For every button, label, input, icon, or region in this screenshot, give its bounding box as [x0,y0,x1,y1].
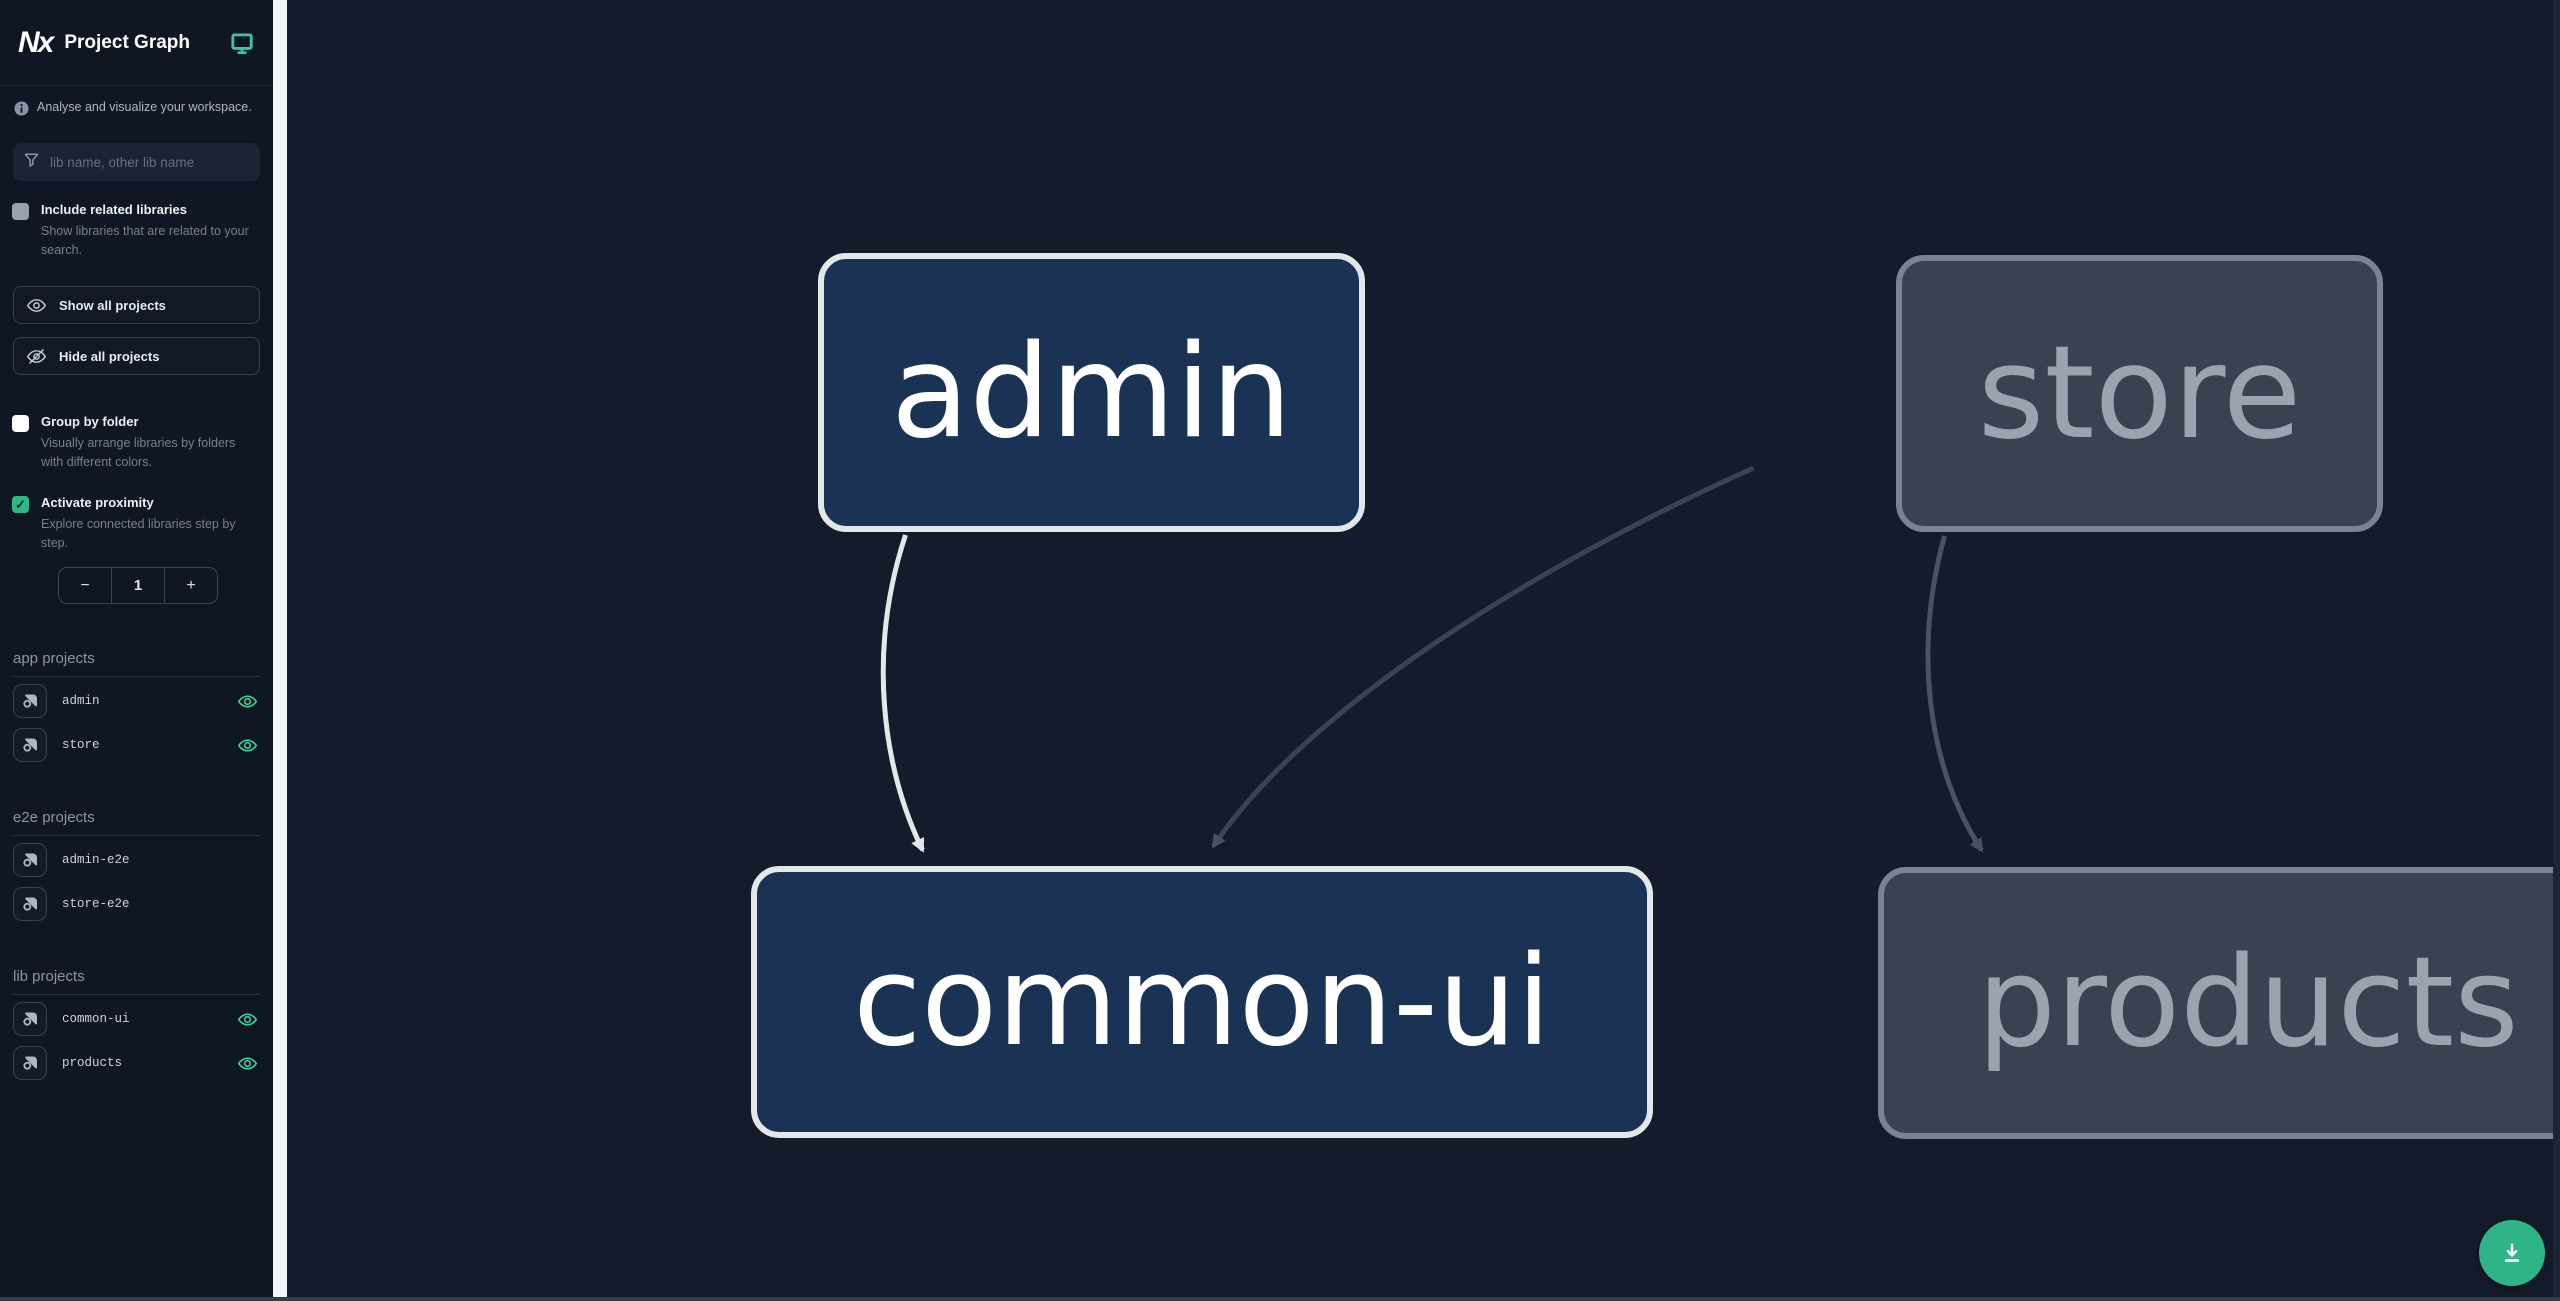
graph-node-common-ui[interactable]: common-ui [751,866,1653,1138]
search-box [13,143,260,181]
edge-admin-common-ui [880,534,925,853]
focus-project-button[interactable] [13,1046,47,1080]
include-related-option: Include related libraries Show libraries… [0,181,273,260]
project-name: products [62,1056,123,1070]
edge-store-products [1925,535,1984,853]
focus-icon [23,1012,37,1026]
graph-node-admin[interactable]: admin [818,253,1365,532]
toggle-visibility-eye-icon[interactable] [236,1052,258,1074]
focus-icon [23,738,37,752]
project-row-admin: admin [13,681,260,721]
activate-proximity-checkbox[interactable]: ✓ [12,496,29,513]
show-all-projects-button[interactable]: Show all projects [13,286,260,324]
project-row-store: store [13,725,260,765]
node-label: admin [890,318,1293,467]
node-label: products [1977,931,2519,1075]
page-title: Project Graph [64,31,191,53]
project-row-admin-e2e: admin-e2e [13,840,260,880]
section-app-projects: app projects admin [13,650,260,765]
activate-proximity-label: Activate proximity [41,495,154,510]
eye-icon [26,298,47,312]
include-related-label: Include related libraries [41,202,187,217]
focus-project-button[interactable] [13,887,47,921]
focus-icon [23,1056,37,1070]
info-icon [14,101,29,119]
focus-project-button[interactable] [13,728,47,762]
eye-off-icon [26,348,47,364]
focus-icon [23,694,37,708]
project-name: store [62,738,100,752]
monitor-icon[interactable] [229,30,255,56]
show-all-projects-label: Show all projects [59,297,166,313]
proximity-stepper: − 1 + [58,567,218,604]
project-row-store-e2e: store-e2e [13,884,260,924]
section-title: lib projects [13,968,260,995]
filter-icon [23,151,40,173]
search-input[interactable] [50,154,250,170]
toggle-visibility-eye-icon[interactable] [236,1008,258,1030]
group-by-folder-label: Group by folder [41,414,139,429]
project-name: admin [62,694,100,708]
group-by-folder-desc: Visually arrange libraries by folders wi… [41,436,236,469]
sidebar-header: Nx Project Graph [0,0,273,86]
activate-proximity-desc: Explore connected libraries step by step… [41,517,236,550]
graph-node-store[interactable]: store [1896,255,2383,532]
activate-proximity-option: ✓ Activate proximity Explore connected l… [0,472,273,553]
nx-logo: Nx [18,25,54,59]
download-icon [2504,1243,2520,1262]
group-by-folder-option: Group by folder Visually arrange librari… [0,375,273,472]
sidebar-scrollbar[interactable] [273,0,287,1301]
node-label: store [1977,319,2302,468]
download-image-button[interactable] [2479,1220,2545,1286]
include-related-desc: Show libraries that are related to your … [41,224,249,257]
project-name: store-e2e [62,897,130,911]
proximity-increment-button[interactable]: + [164,568,217,603]
group-by-folder-checkbox[interactable] [12,415,29,432]
focus-project-button[interactable] [13,1002,47,1036]
section-lib-projects: lib projects common-ui [13,968,260,1083]
include-related-checkbox[interactable] [12,203,29,220]
hide-all-projects-label: Hide all projects [59,348,160,364]
canvas-right-scrollbar[interactable] [2553,0,2560,1301]
node-label: common-ui [853,930,1551,1074]
toggle-visibility-eye-icon[interactable] [236,690,258,712]
hide-all-projects-button[interactable]: Hide all projects [13,337,260,375]
graph-node-products[interactable]: products [1878,867,2560,1139]
proximity-value: 1 [111,568,164,603]
focus-icon [23,897,37,911]
graph-canvas[interactable]: admin store common-ui products [287,0,2560,1301]
focus-project-button[interactable] [13,684,47,718]
project-row-products: products [13,1043,260,1083]
proximity-decrement-button[interactable]: − [80,576,90,594]
project-name: admin-e2e [62,853,130,867]
section-title: e2e projects [13,809,260,836]
workspace-tagline-row: Analyse and visualize your workspace. [0,86,273,125]
workspace-tagline: Analyse and visualize your workspace. [37,100,252,114]
project-name: common-ui [62,1012,130,1026]
horizontal-scrollbar[interactable] [0,1297,2560,1301]
project-row-common-ui: common-ui [13,999,260,1039]
toggle-visibility-eye-icon[interactable] [236,734,258,756]
section-title: app projects [13,650,260,677]
section-e2e-projects: e2e projects admin-e2e store- [13,809,260,924]
focus-icon [23,853,37,867]
sidebar: Nx Project Graph Analyse and visualize y… [0,0,273,1301]
focus-project-button[interactable] [13,843,47,877]
